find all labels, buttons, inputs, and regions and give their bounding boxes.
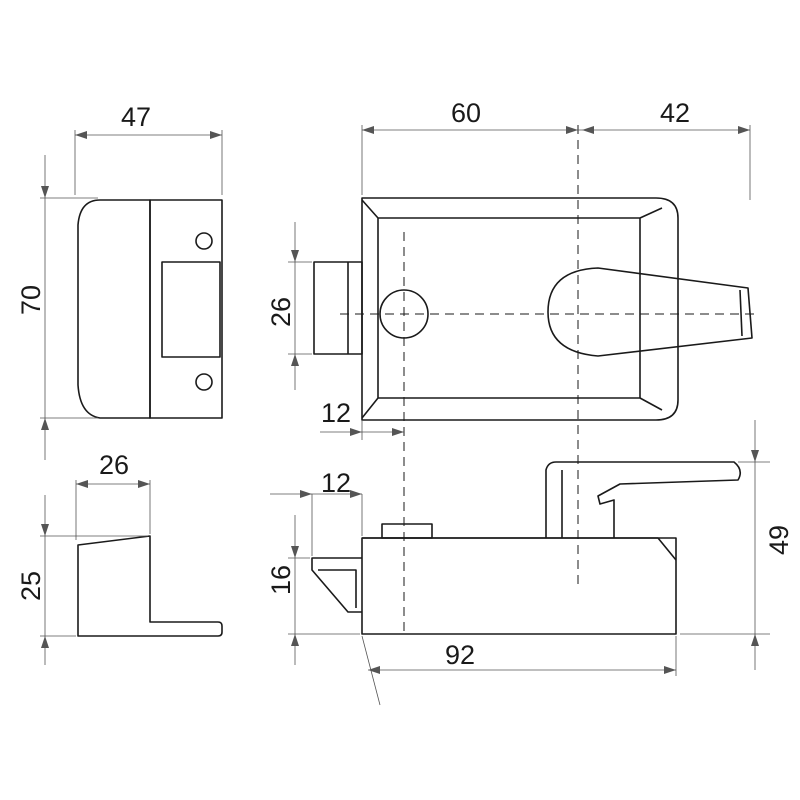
upper-screw-hole bbox=[195, 232, 213, 250]
keep-profile-outline bbox=[77, 535, 223, 637]
plan-case-bevel bbox=[362, 537, 677, 561]
label-handle-projection: 42 bbox=[660, 98, 690, 128]
label-side-depth: 47 bbox=[121, 102, 151, 132]
dimension-bolt-width-plan: 16 bbox=[266, 515, 360, 665]
label-case-height: 70 bbox=[16, 285, 46, 315]
label-plan-height: 49 bbox=[764, 525, 794, 555]
front-case-bevel bbox=[361, 199, 663, 419]
dimension-case-height: 70 bbox=[16, 155, 98, 460]
label-bolt-height: 26 bbox=[266, 297, 296, 327]
plan-view bbox=[311, 461, 742, 635]
front-handle-inner bbox=[739, 289, 743, 337]
label-bolt-width-plan: 16 bbox=[266, 565, 296, 595]
keep-profile bbox=[77, 535, 223, 637]
dimension-bolt-height: 26 bbox=[266, 222, 312, 390]
dimension-side-depth: 47 bbox=[74, 102, 223, 195]
dimension-bolt-throw-plan: 12 bbox=[270, 468, 363, 556]
label-keep-depth: 26 bbox=[99, 450, 129, 480]
front-case-outer bbox=[361, 197, 679, 421]
dimension-keep-depth: 26 bbox=[75, 450, 151, 540]
dimension-front-width: 60 bbox=[361, 98, 578, 195]
label-front-width: 60 bbox=[451, 98, 481, 128]
side-view-strike-slot bbox=[161, 261, 221, 358]
dimension-handle-projection: 42 bbox=[578, 98, 751, 200]
plan-handle bbox=[545, 461, 742, 538]
lower-screw-hole bbox=[195, 373, 213, 391]
front-handle bbox=[547, 267, 753, 357]
side-view bbox=[77, 199, 223, 419]
label-total-width: 92 bbox=[445, 640, 475, 670]
plan-case bbox=[361, 537, 677, 635]
side-view-case bbox=[77, 199, 151, 419]
dimension-keep-height: 25 bbox=[16, 495, 148, 665]
front-view bbox=[313, 125, 760, 635]
dimension-plan-height: 49 bbox=[680, 420, 794, 670]
dimension-total-width: 92 bbox=[361, 635, 677, 706]
dimension-bolt-throw-front: 12 bbox=[320, 398, 404, 440]
side-view-plate bbox=[149, 199, 223, 419]
plan-cylinder-boss bbox=[381, 523, 433, 539]
plan-bolt-bevel bbox=[318, 569, 357, 608]
label-bolt-throw-plan: 12 bbox=[321, 468, 351, 498]
label-keep-height: 25 bbox=[16, 571, 46, 601]
label-bolt-throw-front: 12 bbox=[321, 398, 351, 428]
front-bolt bbox=[313, 261, 363, 355]
plan-bolt bbox=[311, 557, 362, 613]
